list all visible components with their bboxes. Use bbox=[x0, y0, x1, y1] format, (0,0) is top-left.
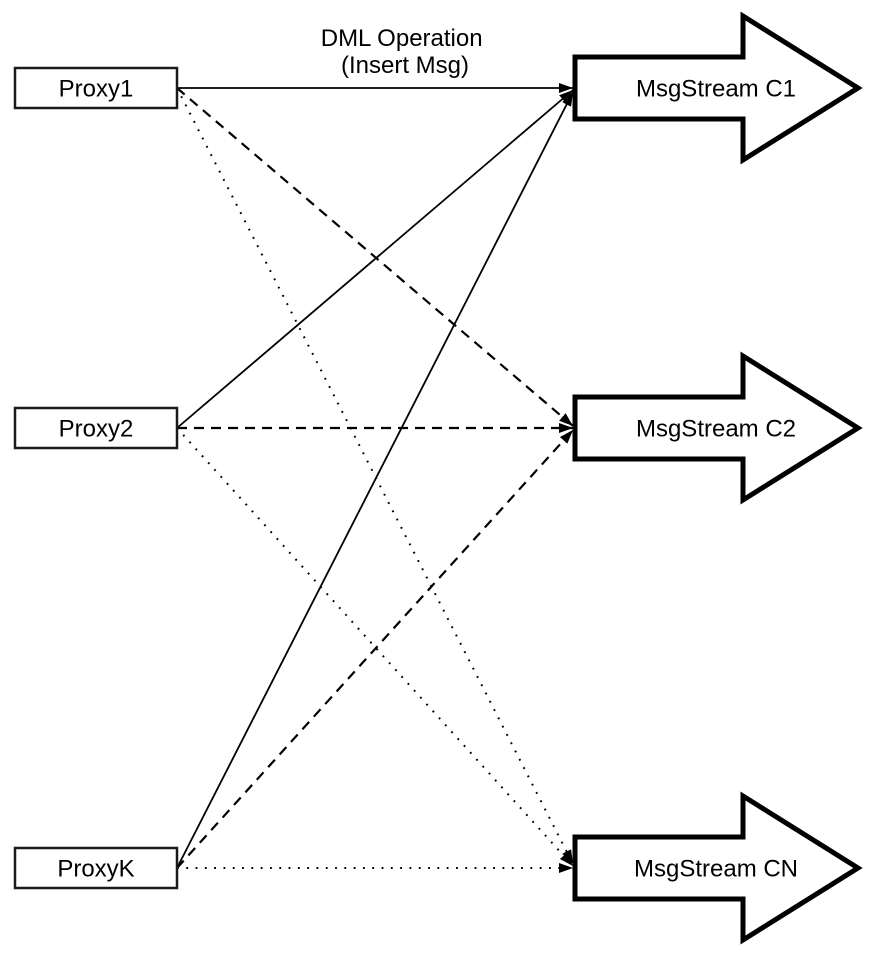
edge-proxy1-c2-dashed bbox=[176, 87, 574, 427]
proxy1-label: Proxy1 bbox=[59, 76, 134, 103]
node-proxy1: Proxy1 bbox=[13, 66, 179, 110]
edge-proxy2-c1-solid bbox=[176, 89, 574, 429]
dml-operation-label: DML Operation (Insert Msg) bbox=[321, 25, 490, 79]
node-msgstream-c2: MsgStream C2 bbox=[572, 351, 863, 505]
node-msgstream-c1: MsgStream C1 bbox=[572, 11, 863, 165]
node-msgstream-cn: MsgStream CN bbox=[572, 791, 863, 945]
msgstream-c1-label: MsgStream C1 bbox=[636, 76, 796, 103]
dml-operation-label-line2: (Insert Msg) bbox=[341, 52, 469, 79]
proxyk-box bbox=[13, 846, 179, 890]
edge-proxy2-cn-dotted bbox=[176, 427, 574, 867]
node-proxyk: ProxyK bbox=[13, 846, 179, 890]
proxy1-box bbox=[13, 66, 179, 110]
msgstream-cn-arrow bbox=[572, 791, 863, 945]
msgstream-c2-arrow bbox=[572, 351, 863, 505]
msgstream-c2-label: MsgStream C2 bbox=[636, 416, 796, 443]
proxy2-box bbox=[13, 406, 179, 450]
edge-group bbox=[176, 83, 574, 873]
node-proxy2: Proxy2 bbox=[13, 406, 179, 450]
msgstream-c1-arrow bbox=[572, 11, 863, 165]
edge-proxyk-c1-solid bbox=[176, 91, 574, 869]
proxyk-label: ProxyK bbox=[57, 856, 134, 883]
msgstream-cn-label: MsgStream CN bbox=[634, 856, 798, 883]
edge-proxyk-c2-dashed bbox=[176, 429, 574, 869]
dml-operation-label-line1: DML Operation bbox=[321, 25, 483, 52]
proxy2-label: Proxy2 bbox=[59, 416, 134, 443]
edge-proxy1-cn-dotted bbox=[176, 87, 574, 865]
